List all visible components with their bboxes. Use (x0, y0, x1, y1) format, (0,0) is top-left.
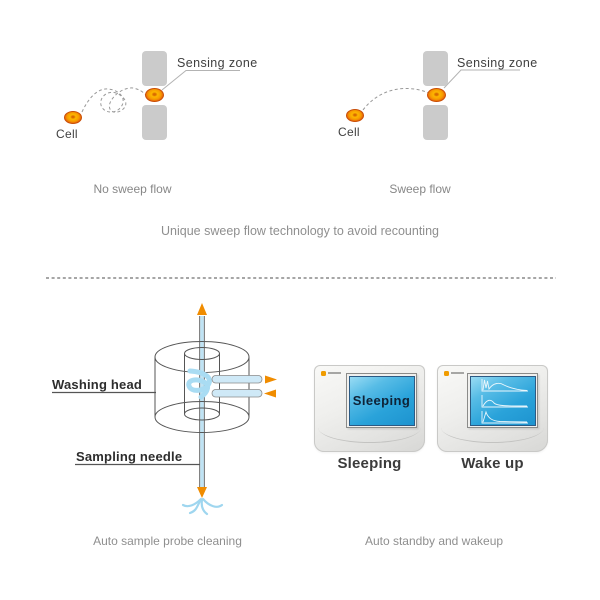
sensing-zone-label-right: Sensing zone (457, 56, 538, 70)
rinse-swirl (186, 368, 212, 400)
brand-logo (444, 370, 464, 376)
wakeup-device-label: Wake up (461, 455, 524, 472)
brand-logo (321, 370, 341, 376)
probe-section-caption: Auto sample probe cleaning (93, 534, 242, 548)
aperture-block-bottom-left (142, 105, 167, 140)
standby-section-caption: Auto standby and wakeup (364, 534, 504, 548)
device-screen-sleeping: Sleeping (346, 373, 417, 428)
flow-in-arrow-icon (264, 389, 276, 398)
cell-in-sensing-zone-right (427, 88, 446, 102)
droplet-splash (181, 497, 224, 516)
cell-label-right: Cell (338, 125, 360, 139)
brand-logo-text (328, 372, 341, 374)
flow-out-arrow-icon (265, 375, 277, 384)
sampling-needle-label: Sampling needle (76, 449, 183, 464)
brand-logo-text (451, 372, 464, 374)
analyzer-device-sleeping: Sleeping (314, 365, 425, 452)
brand-logo-icon (444, 370, 449, 376)
sweep-flow-paths (81, 69, 520, 113)
device-screen-wakeup (467, 373, 538, 428)
sweep-section-caption: Unique sweep flow technology to avoid re… (161, 224, 439, 238)
brand-logo-icon (321, 370, 326, 376)
cell-label-left: Cell (56, 127, 78, 141)
sweep-path (362, 88, 430, 111)
washing-head-label: Washing head (52, 377, 143, 392)
waste-tube (211, 375, 263, 384)
leader-line-left (161, 70, 240, 91)
aperture-block-top-right (423, 51, 448, 86)
flow-down-arrow-icon (197, 487, 207, 498)
flow-up-arrow-icon (197, 303, 207, 315)
diagram-title-no-sweep: No sweep flow (93, 182, 172, 196)
cell-in-sensing-zone-left (145, 88, 164, 102)
analyzer-device-wakeup (437, 365, 548, 452)
aperture-block-bottom-right (423, 105, 448, 140)
inner-cylinder (184, 347, 220, 421)
washing-head-diagram (52, 303, 277, 516)
leader-line-right (443, 69, 520, 89)
sleeping-device-label: Sleeping (337, 455, 402, 472)
cell-free-left (64, 111, 82, 124)
rinse-tube (211, 389, 263, 398)
dashed-divider (46, 277, 556, 279)
cell-free-right (346, 109, 364, 122)
screen-sleeping-text: Sleeping (352, 393, 411, 408)
sensing-zone-label-left: Sensing zone (177, 56, 258, 70)
recirculation-path (81, 87, 147, 113)
histogram-icon (481, 378, 528, 423)
diagram-title-sweep: Sweep flow (389, 182, 451, 196)
aperture-block-top-left (142, 51, 167, 86)
